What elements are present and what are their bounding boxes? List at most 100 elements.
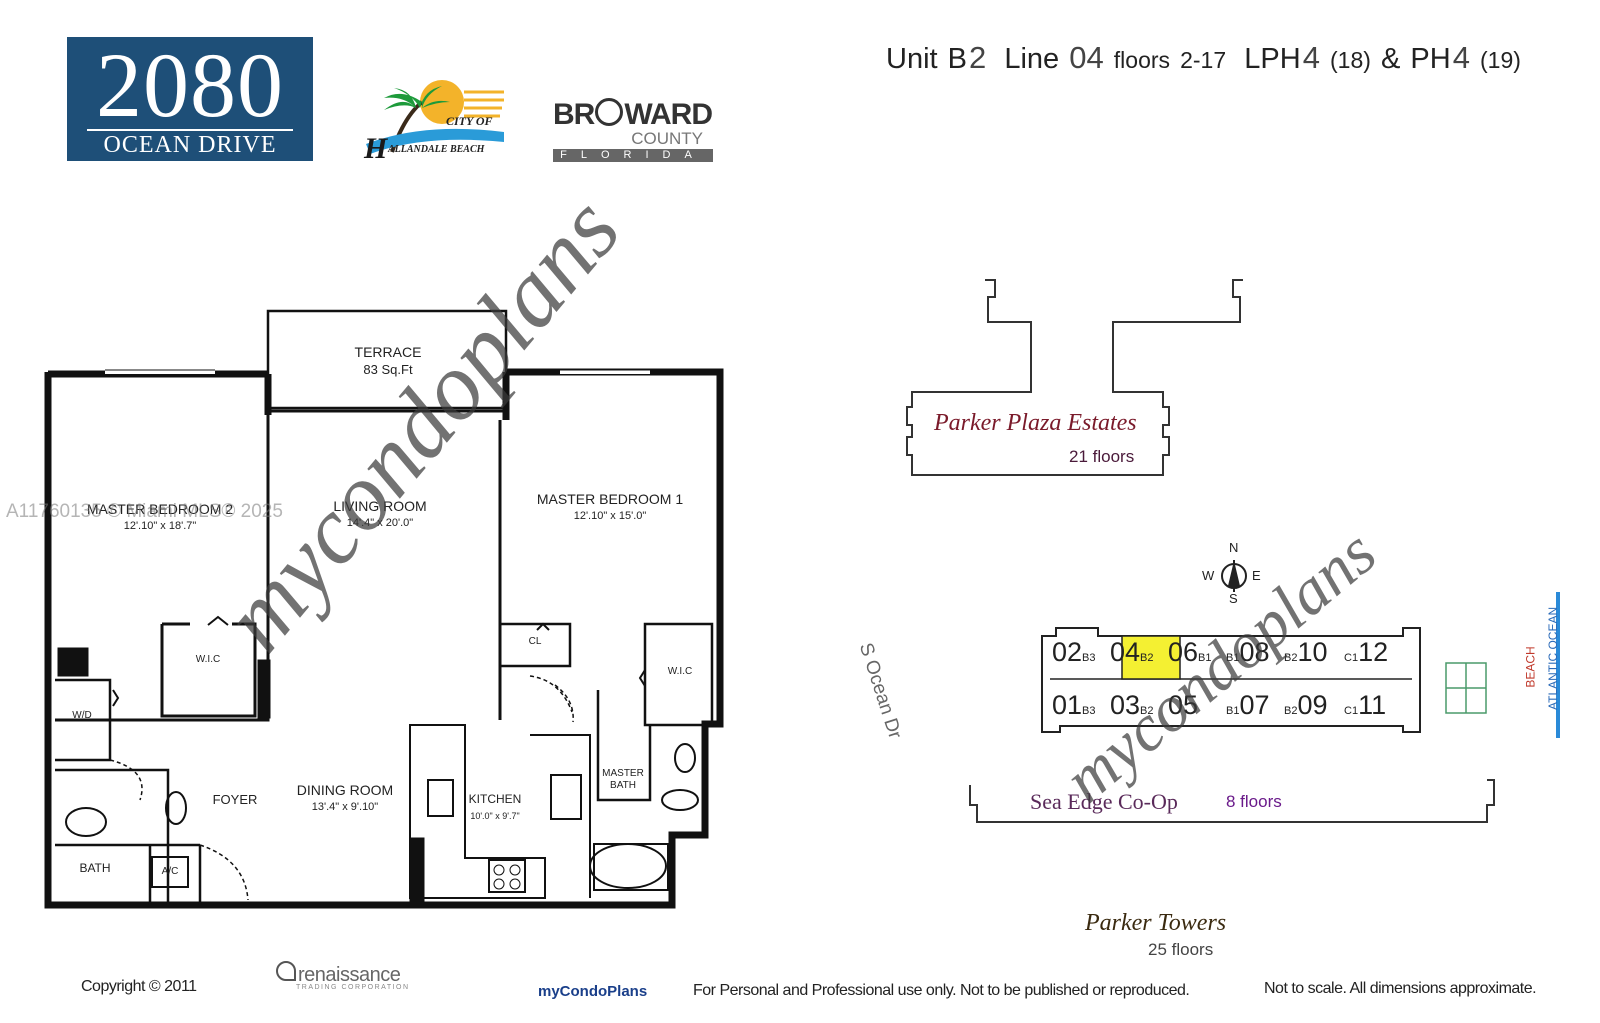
floors-label: floors: [1113, 47, 1171, 73]
mb1-dim: 12'.10" x 15'.0": [573, 510, 647, 522]
unit-cell[interactable]: 06B1: [1168, 637, 1226, 679]
washer-dryer-label: W/D: [72, 710, 92, 721]
wic-left-label: W.I.C: [195, 654, 221, 665]
county-name-part1: BR: [553, 98, 595, 131]
ph-floor: (19): [1480, 47, 1521, 73]
building-name: OCEAN DRIVE: [103, 132, 277, 158]
unit-header: Unit B2 Line 04 floors 2-17 LPH4 (18) & …: [886, 40, 1523, 76]
master-bath-line1: MASTER: [602, 768, 644, 779]
city-initial: H: [364, 132, 388, 165]
room-dining: DINING ROOM 13'.4" x 9'.10": [280, 782, 410, 816]
ac-label: A/C: [161, 866, 179, 877]
renaissance-icon: [276, 961, 296, 981]
unit-cell[interactable]: C112: [1344, 637, 1404, 679]
unit-number: 07: [1239, 690, 1270, 720]
unit-type: B1: [1226, 705, 1240, 717]
parker-plaza-name: Parker Plaza Estates: [934, 410, 1137, 436]
terrace-dim: 83 Sq.Ft: [363, 362, 413, 377]
city-line1: CITY OF: [446, 114, 493, 128]
unit-type: C1: [1344, 705, 1359, 717]
living-dim: 14'.4" x 20'.0": [346, 517, 414, 529]
unit-cell[interactable]: B209: [1284, 690, 1344, 732]
mb2-dim: 12'.10" x 18'.7": [123, 520, 197, 532]
county-line2: COUNTY: [631, 129, 703, 148]
logo-divider: [87, 129, 293, 131]
dining-name: DINING ROOM: [296, 782, 394, 798]
ocean-text: ATLANTIC OCEAN: [1546, 606, 1560, 710]
mls-watermark: A11760135 © Miami MLS® 2025: [6, 501, 283, 522]
compass-w: W: [1202, 568, 1215, 583]
bath-label: BATH: [79, 861, 111, 875]
unit-number: 04: [1110, 637, 1141, 667]
unit-cell[interactable]: C111: [1344, 690, 1404, 732]
compass-e: E: [1252, 568, 1261, 583]
floors-range: 2-17: [1180, 47, 1227, 73]
palm-sun-icon: [366, 80, 504, 154]
unit-number: 11: [1358, 690, 1387, 720]
unit-number: 09: [1297, 690, 1328, 720]
room-master-bedroom-2: MASTER BEDROOM 2 12'.10" x 18'.7": [60, 501, 260, 535]
sun-flower-icon: [595, 98, 624, 126]
unit-cell[interactable]: 05: [1168, 690, 1226, 732]
brand-text: myCondoPlans: [538, 983, 648, 1000]
unit-cell[interactable]: B210: [1284, 637, 1344, 679]
unit-number: 03: [1110, 690, 1141, 720]
unit-cell-highlighted[interactable]: 04B2: [1110, 637, 1168, 679]
building-outline: [1041, 627, 1421, 733]
unit-num: 2: [968, 40, 987, 75]
siteplan-drawing: [906, 279, 1560, 823]
kitchen-dim: 10'.0" x 9'.7": [470, 811, 520, 821]
city-line2: ALLANDALE BEACH: [388, 144, 485, 155]
unit-cell[interactable]: B107: [1226, 690, 1284, 732]
unit-type: B2: [1284, 705, 1298, 717]
renaissance-name: renaissance: [298, 964, 401, 986]
unit-label: Unit: [886, 43, 938, 75]
unit-number: 02: [1052, 637, 1083, 667]
unit-type: B1: [1198, 652, 1212, 664]
city-logo: H CITY OF ALLANDALE BEACH: [364, 72, 514, 165]
terrace-name: TERRACE: [354, 344, 422, 360]
unit-cell[interactable]: B108: [1226, 637, 1284, 679]
unit-type: C1: [1344, 652, 1359, 664]
building-number: 2080: [96, 34, 284, 136]
foyer-label: FOYER: [212, 792, 258, 807]
unit-number: 05: [1168, 690, 1199, 720]
unit-cell[interactable]: 01B3: [1052, 690, 1110, 732]
units-bottom-row: 01B3 03B2 05 B107 B209 C111: [1052, 690, 1408, 732]
usage-text: For Personal and Professional use only. …: [693, 982, 1190, 999]
unit-number: 08: [1239, 637, 1270, 667]
unit-number: 12: [1358, 637, 1389, 667]
unit-cell[interactable]: 02B3: [1052, 637, 1110, 679]
living-name: LIVING ROOM: [333, 498, 427, 514]
unit-type: B3: [1082, 705, 1096, 717]
scale-text: Not to scale. All dimensions approximate…: [1264, 980, 1537, 997]
parker-towers-name: Parker Towers: [1085, 910, 1227, 936]
renaissance-sub: TRADING CORPORATION: [296, 984, 410, 991]
copyright-text: Copyright © 2011: [81, 978, 197, 995]
renaissance-logo: renaissance TRADING CORPORATION: [276, 961, 410, 991]
lph-num: 4: [1302, 40, 1320, 75]
unit-type: B2: [1140, 652, 1154, 664]
room-living-room: LIVING ROOM 14'.4" x 20'.0": [300, 498, 460, 532]
unit-cell[interactable]: 03B2: [1110, 690, 1168, 732]
kitchen-name: KITCHEN: [468, 792, 522, 806]
unit-type: B1: [1226, 652, 1240, 664]
amp: &: [1380, 43, 1401, 75]
unit-number: 06: [1168, 637, 1199, 667]
units-top-row: 02B3 04B2 06B1 B108 B210 C112: [1052, 637, 1408, 679]
closet-label: CL: [528, 636, 542, 647]
wic-right-label: W.I.C: [667, 666, 693, 677]
lph-floor: (18): [1330, 47, 1371, 73]
beach-label: BEACH: [1523, 646, 1538, 688]
room-kitchen: KITCHEN 10'.0" x 9'.7": [455, 791, 535, 825]
room-terrace: TERRACE 83 Sq.Ft: [318, 344, 458, 378]
ph-label: PH: [1410, 43, 1451, 75]
compass-s: S: [1229, 591, 1238, 606]
room-master-bath: MASTER BATH: [598, 768, 648, 792]
master-bath-line2: BATH: [610, 780, 636, 791]
building-logo: 2080 OCEAN DRIVE: [67, 37, 313, 161]
compass-icon: [1221, 560, 1247, 592]
dining-dim: 13'.4" x 9'.10": [311, 801, 379, 813]
unit-type: B3: [1082, 652, 1096, 664]
